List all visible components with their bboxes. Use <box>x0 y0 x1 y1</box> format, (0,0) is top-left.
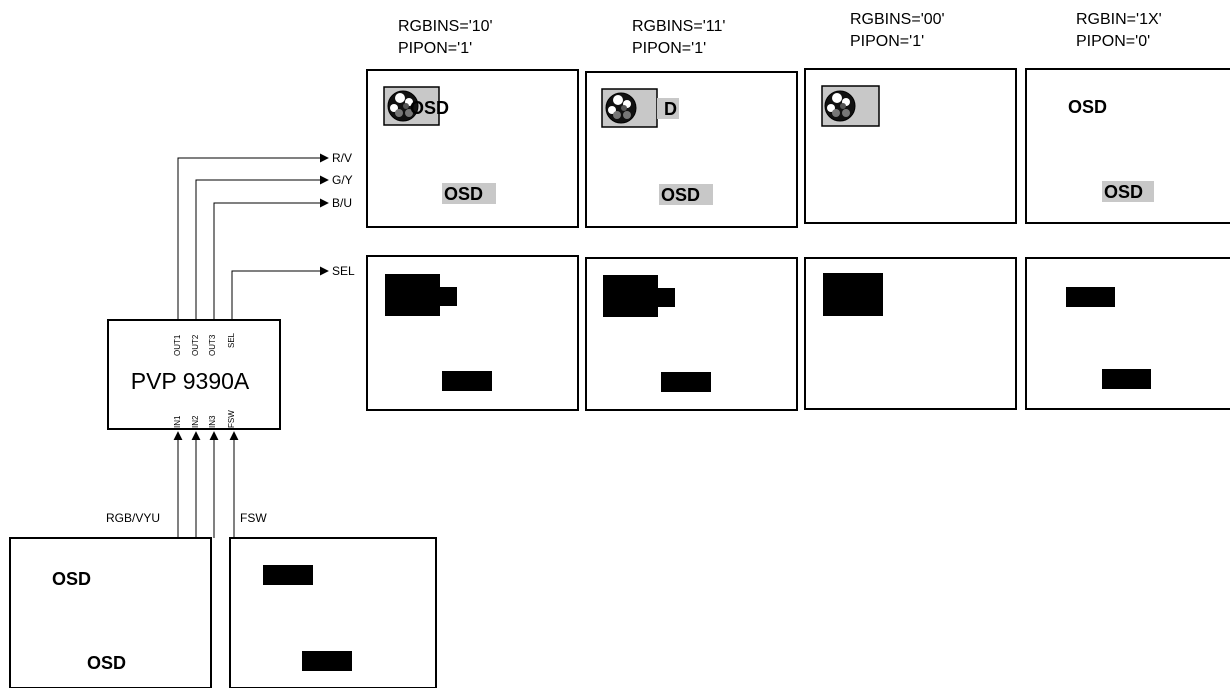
chip-box <box>107 319 281 430</box>
chip-name: PVP 9390A <box>131 368 250 394</box>
signal-sel-label: SEL <box>332 264 355 278</box>
mode4-rgbin: RGBIN='1X' <box>1076 11 1162 28</box>
mode2-rgbins: RGBINS='11' <box>632 18 725 35</box>
mode3-pipon: PIPON='1' <box>850 33 924 50</box>
mode3-fsw-pip-block <box>823 273 883 316</box>
mode1-fsw-pip-tab <box>440 287 457 306</box>
mode2-pip-picture-icon <box>605 92 637 124</box>
fsw-block-top <box>263 565 313 585</box>
mode2-fsw-pip-block <box>603 275 658 317</box>
pin-sel-label: SEL <box>227 332 236 348</box>
mode3-pip-picture-icon <box>824 90 856 122</box>
source-rgb-screen <box>9 537 212 688</box>
mode2-pip-osd-highlight <box>657 98 679 119</box>
mode1-osd-highlight <box>442 183 496 204</box>
mode1-pip-osd: OSD <box>410 98 449 118</box>
fsw-block-bottom <box>302 651 352 671</box>
mode4-osd-highlight <box>1102 181 1154 202</box>
mode1-fsw-osd-block <box>442 371 492 391</box>
signal-g-label: G/Y <box>332 173 353 187</box>
signal-b-label: B/U <box>332 196 352 210</box>
mode2-osd: OSD <box>661 185 700 205</box>
wire-r <box>177 153 329 320</box>
mode2-fsw-osd-block <box>661 372 711 392</box>
mode1-osd: OSD <box>444 184 483 204</box>
signal-r-label: R/V <box>332 151 352 165</box>
pin-out2-label: OUT2 <box>191 334 200 356</box>
mode4-fsw-osd-top-block <box>1066 287 1115 307</box>
pin-out3-label: OUT3 <box>208 334 217 356</box>
mode1-rgbins: RGBINS='10' <box>398 18 493 35</box>
source-osd-bottom: OSD <box>87 653 126 673</box>
mode1-fsw-pip-block <box>385 274 440 316</box>
mode1-pipon: PIPON='1' <box>398 40 472 57</box>
mode4-output-screen <box>1025 68 1230 224</box>
mode4-fsw-osd-bottom-block <box>1102 369 1151 389</box>
pin-in2-label: IN2 <box>191 415 200 428</box>
signal-fsw-in-label: FSW <box>240 511 267 525</box>
mode4-osd-top: OSD <box>1068 97 1107 117</box>
mode4-pipon: PIPON='0' <box>1076 33 1150 50</box>
pin-fsw-label: FSW <box>227 410 236 428</box>
mode2-pip-osd: D <box>664 99 677 119</box>
pin-out1-label: OUT1 <box>173 334 182 356</box>
pin-in3-label: IN3 <box>208 415 217 428</box>
signal-rgb-in-label: RGB/VYU <box>106 511 160 525</box>
mode2-pipon: PIPON='1' <box>632 40 706 57</box>
wire-b <box>213 198 329 320</box>
pin-in1-label: IN1 <box>173 415 182 428</box>
mode3-rgbins: RGBINS='00' <box>850 11 945 28</box>
wire-sel <box>231 266 329 320</box>
mode2-osd-highlight <box>659 184 713 205</box>
source-osd-top: OSD <box>52 569 91 589</box>
mode4-osd: OSD <box>1104 182 1143 202</box>
mode2-fsw-pip-tab <box>658 288 675 307</box>
wire-g <box>195 175 329 320</box>
